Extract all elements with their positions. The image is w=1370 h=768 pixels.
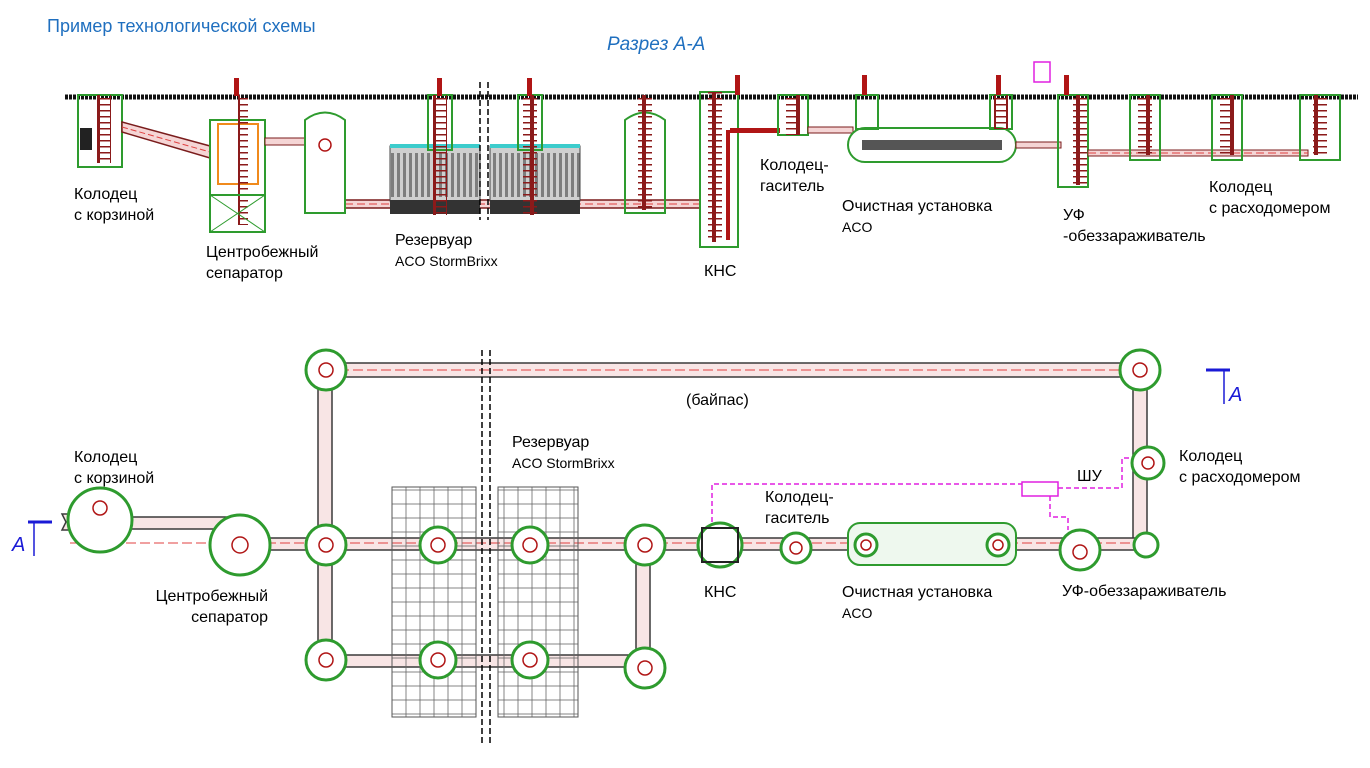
section-well-3	[1299, 94, 1341, 161]
section-reservoir-left	[389, 78, 481, 215]
plan-manholes	[66, 348, 1166, 690]
plan-label-uv: УФ-обеззараживатель	[1062, 583, 1227, 600]
section-uv	[1033, 61, 1089, 188]
reservoir-grid-left	[391, 486, 477, 718]
section-label-damper-well: Колодец-гаситель	[760, 157, 829, 195]
plan-label-control-cabinet: ШУ	[1077, 468, 1102, 485]
cut-letter-right: А	[1229, 384, 1243, 406]
section-vessel-1	[304, 111, 346, 214]
section-label-kns: КНС	[704, 263, 737, 280]
plan-treatment	[847, 522, 1017, 566]
control-cable	[711, 457, 1136, 530]
section-vessel-2	[624, 95, 666, 214]
plan-manhole-crosses	[92, 362, 1155, 676]
cut-marker-left	[28, 520, 52, 556]
plan-label-damper-well: Колодец-гаситель	[765, 489, 834, 527]
section-label-uv: УФ-обеззараживатель	[1063, 207, 1206, 245]
reservoir-grid-right	[497, 486, 579, 718]
section-reservoir-right	[489, 78, 581, 215]
section-separator	[209, 78, 266, 233]
plan-label-kns: КНС	[704, 584, 737, 601]
plan-label-bypass: (байпас)	[686, 392, 749, 409]
section-well-1	[1129, 94, 1161, 161]
section-kns	[699, 75, 780, 248]
cut-marker-right	[1206, 368, 1230, 404]
page-title: Пример технологической схемы	[47, 16, 316, 36]
control-cabinet	[1021, 481, 1059, 497]
section-damper-well	[777, 94, 809, 136]
cut-letter-left: А	[12, 534, 26, 556]
section-title: Разрез А-А	[607, 34, 706, 55]
section-meter-well	[1211, 94, 1243, 161]
